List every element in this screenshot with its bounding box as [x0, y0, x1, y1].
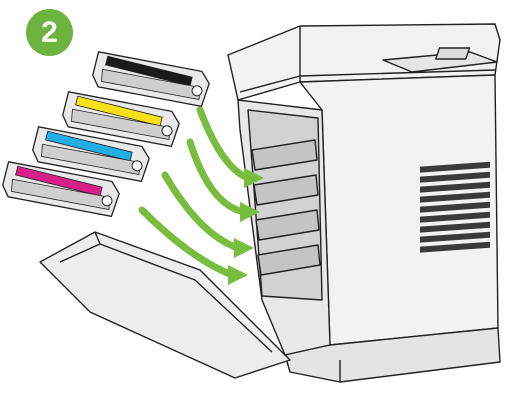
step-number-badge: 2: [26, 9, 73, 56]
arrow-head: [228, 265, 248, 285]
lcd-display: [436, 48, 470, 59]
step-number: 2: [41, 16, 58, 50]
arrow-head: [234, 238, 254, 258]
printer-right-side: [300, 75, 498, 345]
